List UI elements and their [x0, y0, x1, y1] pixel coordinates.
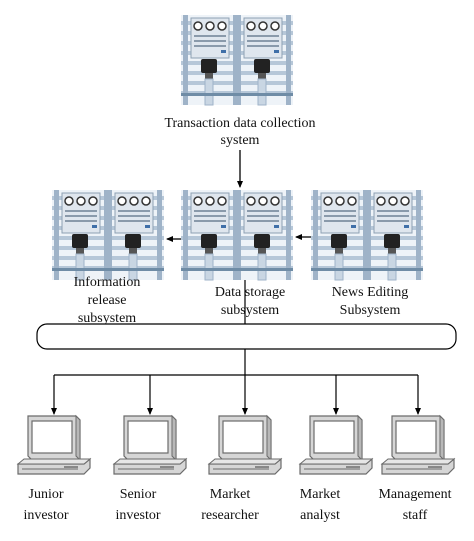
network-bus	[36, 323, 457, 350]
junior-investor-computer-icon	[17, 415, 91, 475]
market-analyst-computer-icon	[299, 415, 373, 475]
junior-investor-label-line-1: Junior	[29, 487, 64, 502]
management-staff-label-line-2: staff	[403, 508, 428, 523]
senior-investor-label-line-1: Senior	[120, 487, 157, 502]
market-researcher-computer-icon	[208, 415, 282, 475]
information-release-server-icon	[51, 189, 165, 281]
senior-investor-computer-icon	[113, 415, 187, 475]
transaction-server-label-line-1: Transaction data collection	[164, 116, 315, 131]
data-storage-label-line-2: subsystem	[221, 303, 279, 318]
transaction-server-label-line-2: system	[221, 133, 260, 148]
news-editing-server-icon	[310, 189, 424, 281]
transaction-server-icon	[180, 14, 294, 106]
news-editing-label-line-2: Subsystem	[340, 303, 401, 318]
junior-investor-label-line-2: investor	[23, 508, 68, 523]
news-editing-label-line-1: News Editing	[332, 285, 409, 300]
senior-investor-label-line-2: investor	[115, 508, 160, 523]
market-analyst-label-line-1: Market	[300, 487, 341, 502]
market-researcher-label-line-2: researcher	[201, 508, 259, 523]
data-storage-label-line-1: Data storage	[215, 285, 285, 300]
information-release-label-line-2: release	[88, 293, 127, 308]
market-researcher-label-line-1: Market	[210, 487, 251, 502]
market-analyst-label-line-2: analyst	[300, 508, 340, 523]
management-staff-computer-icon	[381, 415, 455, 475]
management-staff-label-line-1: Management	[378, 487, 451, 502]
information-release-label-line-3: subsystem	[78, 311, 136, 326]
data-storage-server-icon	[180, 189, 294, 281]
information-release-label-line-1: Information	[74, 275, 141, 290]
